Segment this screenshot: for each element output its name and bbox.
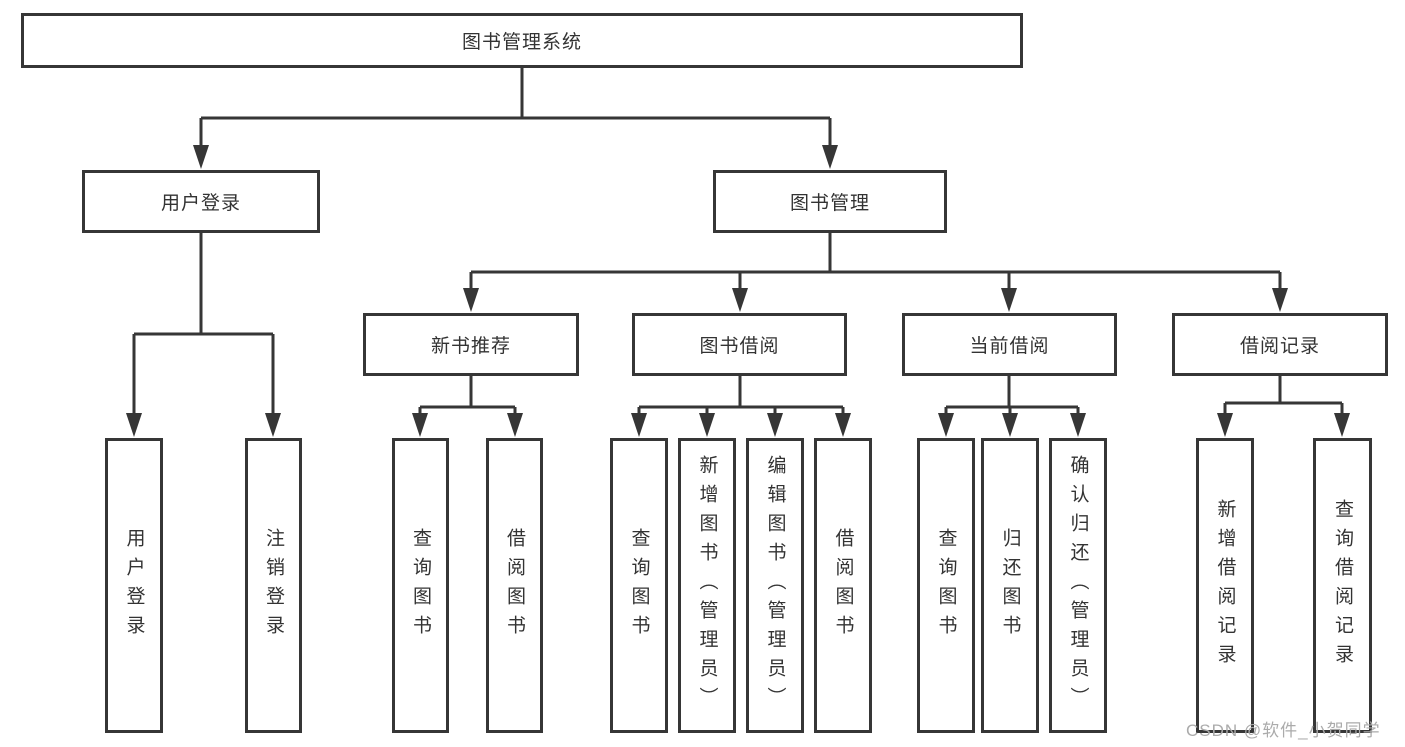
leaf-borrow-edit-admin: 编辑图书（管理员） [746,438,804,733]
node-book-management: 图书管理 [713,170,947,233]
leaf-current-return: 归还图书 [981,438,1039,733]
leaf-newbook-query: 查询图书 [392,438,449,733]
node-user-login: 用户登录 [82,170,320,233]
leaf-borrow-query: 查询图书 [610,438,668,733]
node-current-borrow: 当前借阅 [902,313,1117,376]
leaf-user-login: 用户登录 [105,438,163,733]
leaf-current-query: 查询图书 [917,438,975,733]
node-borrow-records: 借阅记录 [1172,313,1388,376]
node-root: 图书管理系统 [21,13,1023,68]
leaf-records-add: 新增借阅记录 [1196,438,1254,733]
node-book-borrow: 图书借阅 [632,313,847,376]
leaf-records-query: 查询借阅记录 [1313,438,1372,733]
node-new-book-recommend: 新书推荐 [363,313,579,376]
leaf-borrow-borrow: 借阅图书 [814,438,872,733]
leaf-borrow-add-admin: 新增图书（管理员） [678,438,736,733]
leaf-current-confirm-admin: 确认归还（管理员） [1049,438,1107,733]
leaf-logout: 注销登录 [245,438,302,733]
watermark-text: CSDN @软件_小贺同学 [1186,721,1381,740]
leaf-newbook-borrow: 借阅图书 [486,438,543,733]
